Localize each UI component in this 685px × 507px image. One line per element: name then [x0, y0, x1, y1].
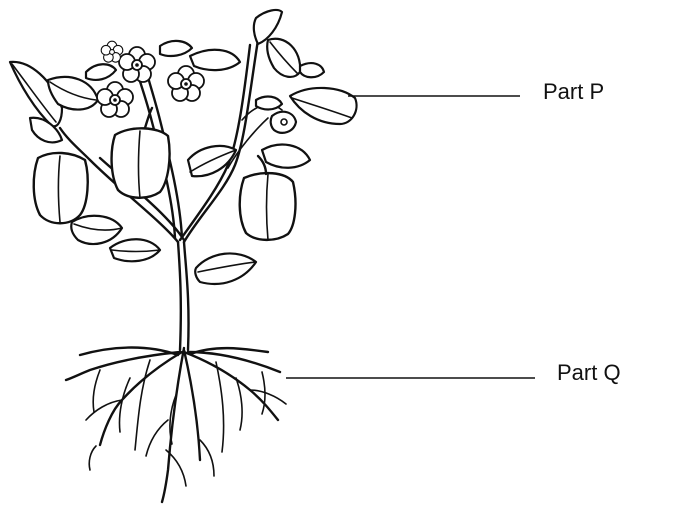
label-part-p: Part P	[543, 79, 604, 105]
flower-4-small	[101, 41, 123, 62]
flower-2	[168, 66, 204, 101]
flower-3	[97, 82, 133, 117]
fruit-left	[34, 153, 88, 223]
flower-1	[119, 47, 155, 82]
label-part-q: Part Q	[557, 360, 621, 386]
flower-bud	[271, 112, 296, 133]
roots	[66, 348, 286, 503]
